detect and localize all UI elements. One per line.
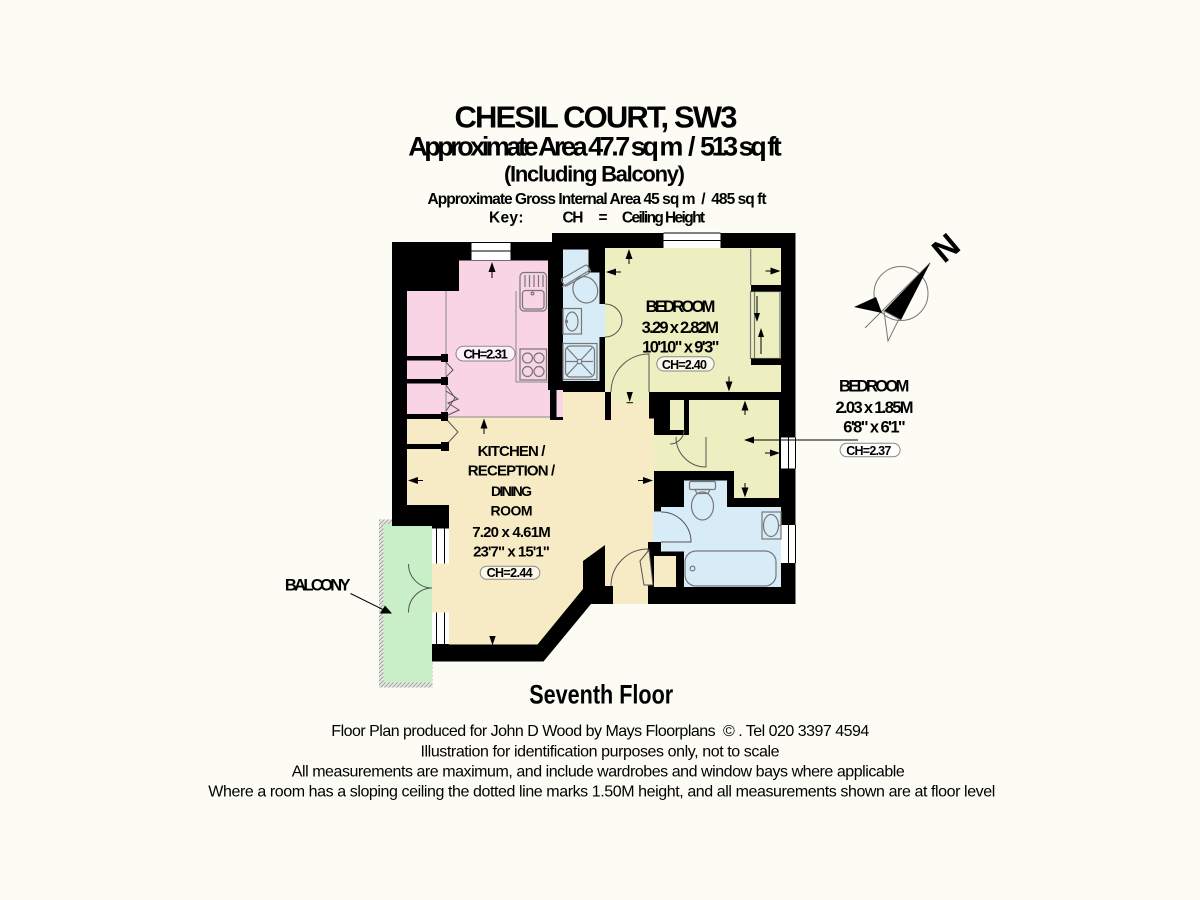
svg-text:Seventh Floor: Seventh Floor <box>529 680 673 710</box>
svg-text:BEDROOM: BEDROOM <box>646 298 716 316</box>
svg-text:Approximate Gross Internal Are: Approximate Gross Internal Area 45 sq m … <box>428 191 767 208</box>
svg-text:2.03 x 1.85M: 2.03 x 1.85M <box>836 399 914 417</box>
svg-text:DINING: DINING <box>491 483 532 499</box>
svg-text:BEDROOM: BEDROOM <box>839 378 909 396</box>
svg-text:BALCONY: BALCONY <box>285 576 351 594</box>
svg-text:6'8" x 6'1": 6'8" x 6'1" <box>843 418 906 436</box>
svg-text:CH=2.44: CH=2.44 <box>487 566 533 580</box>
svg-text:10'10" x 9'3": 10'10" x 9'3" <box>642 338 719 356</box>
svg-text:Where a room has a sloping cei: Where a room has a sloping ceiling the d… <box>208 784 995 801</box>
svg-text:Illustration for identificatio: Illustration for identification purposes… <box>421 743 780 760</box>
svg-text:ROOM: ROOM <box>491 503 533 519</box>
svg-text:23'7" x 15'1": 23'7" x 15'1" <box>473 543 550 560</box>
svg-text:Floor Plan produced for John D: Floor Plan produced for John D Wood by M… <box>331 723 869 740</box>
svg-text:CH=2.37: CH=2.37 <box>846 444 891 458</box>
svg-text:CH: CH <box>563 210 584 227</box>
svg-text:CH=2.31: CH=2.31 <box>463 347 507 362</box>
svg-text:KITCHEN /: KITCHEN / <box>478 443 547 460</box>
svg-text:Approximate Area 47.7 sq m /: Approximate Area 47.7 sq m / 513 sq ft <box>408 132 782 162</box>
svg-text:All measurements are maximum,: All measurements are maximum, and includ… <box>292 763 905 780</box>
svg-text:RECEPTION /: RECEPTION / <box>468 463 556 480</box>
svg-text:Key:: Key: <box>489 210 524 227</box>
svg-text:CH=2.40: CH=2.40 <box>662 358 707 372</box>
svg-text:CHESIL COURT, SW3: CHESIL COURT, SW3 <box>455 100 738 135</box>
svg-text:3.29 x 2.82M: 3.29 x 2.82M <box>642 319 719 337</box>
svg-text:(Including Balcony): (Including Balcony) <box>504 162 685 187</box>
svg-text:7.20 x 4.61M: 7.20 x 4.61M <box>472 524 550 541</box>
svg-text:Ceiling Height: Ceiling Height <box>622 210 705 227</box>
svg-text:=: = <box>599 210 608 227</box>
